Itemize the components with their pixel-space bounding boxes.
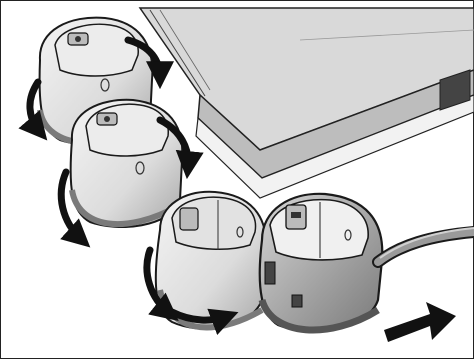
mouse-icon (71, 100, 183, 227)
mouse-icon (156, 192, 266, 329)
mouse-icon (260, 194, 383, 331)
